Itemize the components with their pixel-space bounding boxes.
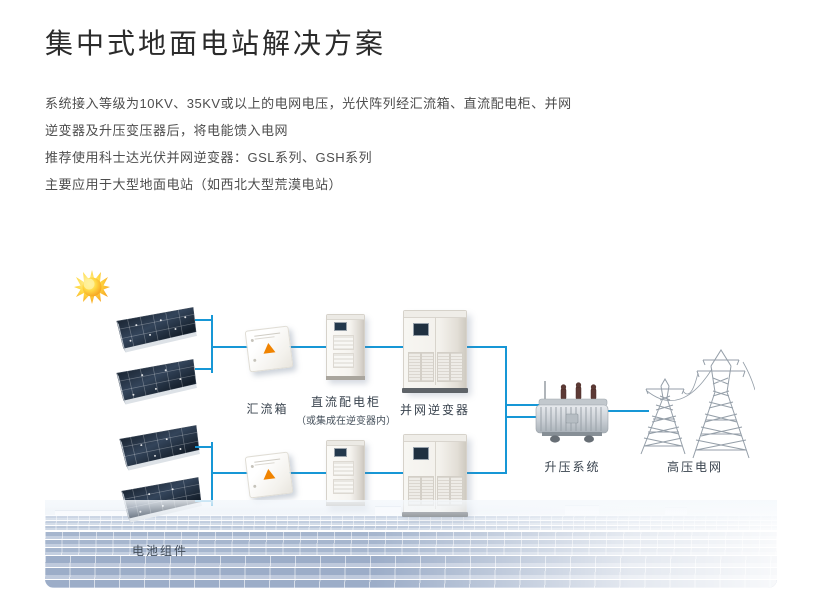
connector-line (288, 346, 328, 348)
intro-line: 主要应用于大型地面电站（如西北大型荒漠电站） (45, 177, 343, 192)
connector-line (505, 416, 539, 418)
intro-line: 逆变器及升压变压器后，将电能馈入电网 (45, 123, 289, 138)
label-combiner-box: 汇流箱 (225, 400, 310, 417)
stepup-label-text: 升压系统 (544, 460, 601, 474)
label-dc-cabinet: 直流配电柜 （或集成在逆变器内） (285, 393, 407, 427)
page-title: 集中式地面电站解决方案 (45, 28, 387, 59)
solar-panel-icon (116, 359, 197, 405)
hv-grid-label-text: 高压电网 (666, 460, 723, 474)
inverter-label-text: 并网逆变器 (399, 403, 470, 417)
label-stepup-system: 升压系统 (525, 458, 620, 475)
label-hv-grid: 高压电网 (645, 458, 745, 475)
intro-line: 推荐使用科士达光伏并网逆变器：GSL系列、GSH系列 (45, 150, 373, 165)
horizon-band (45, 500, 777, 518)
combiner-box-icon (244, 451, 294, 499)
solar-panel-icon (119, 425, 200, 471)
system-diagram: 汇流箱 直流配电柜 （或集成在逆变器内） 并网逆变器 升压系统 高压电网 电池组… (45, 252, 777, 588)
building (375, 506, 401, 515)
panel-rows-near (45, 555, 777, 588)
building (55, 510, 141, 521)
dc-cabinet-icon (326, 314, 365, 380)
combiner-box-icon (244, 325, 294, 373)
label-inverter: 并网逆变器 (375, 401, 495, 418)
connector-line (195, 319, 213, 321)
transformer-icon (535, 381, 609, 443)
dc-cabinet-label-text: 直流配电柜 (310, 395, 381, 409)
connector-line (505, 404, 539, 406)
connector-line (463, 472, 507, 474)
inverter-cabinet-icon (402, 310, 468, 393)
solar-farm-photo (45, 500, 777, 588)
solar-panel-icon (116, 307, 197, 353)
building (665, 507, 687, 515)
power-tower-icon (640, 349, 755, 459)
connector-line (195, 368, 213, 370)
connector-line (601, 410, 649, 412)
connector-line (211, 442, 213, 506)
intro-paragraphs: 系统接入等级为10KV、35KV或以上的电网电压，光伏阵列经汇流箱、直流配电柜、… (45, 90, 725, 198)
sun-icon (74, 270, 110, 304)
connector-line (195, 446, 213, 448)
dc-cabinet-note-text: （或集成在逆变器内） (296, 416, 396, 427)
intro-line: 系统接入等级为10KV、35KV或以上的电网电压，光伏阵列经汇流箱、直流配电柜、… (45, 96, 572, 111)
connector-line (463, 346, 507, 348)
pv-modules-label-text: 电池组件 (131, 544, 188, 558)
connector-line (211, 346, 249, 348)
dc-cabinet-icon (326, 440, 365, 506)
connector-line (288, 472, 328, 474)
building (565, 505, 599, 515)
panel-rows-far (45, 515, 777, 531)
combiner-label-text: 汇流箱 (246, 402, 289, 416)
label-pv-modules: 电池组件 (105, 542, 215, 559)
connector-line (361, 472, 405, 474)
connector-line (361, 346, 405, 348)
bus-line (505, 346, 507, 474)
connector-line (211, 472, 249, 474)
connector-line (211, 315, 213, 373)
